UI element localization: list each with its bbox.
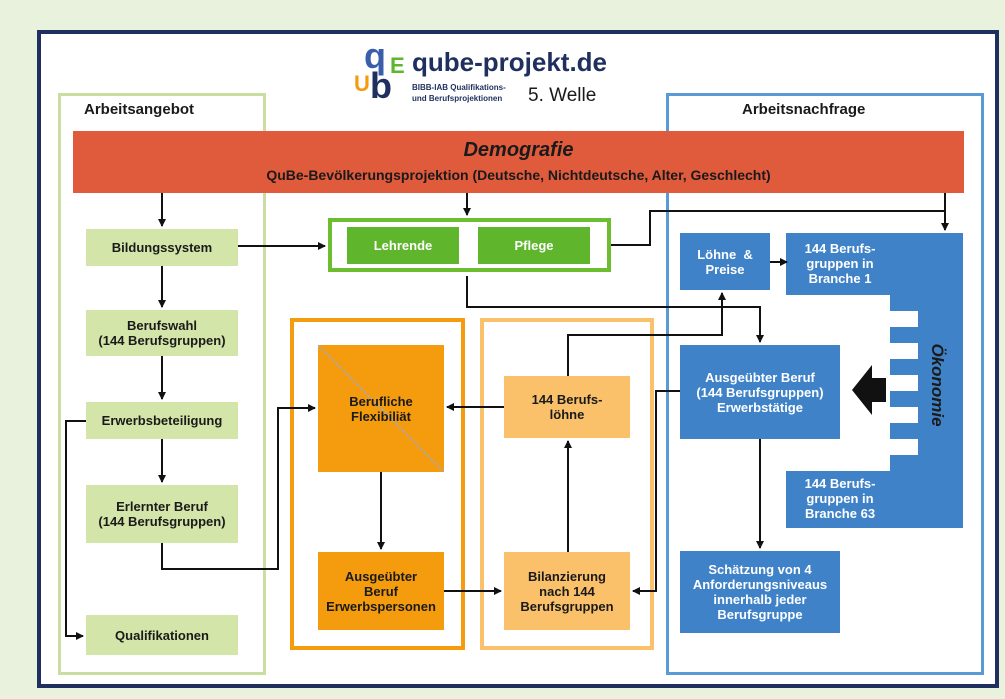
ausg-ep-label-3: Erwerbspersonen <box>326 598 436 614</box>
pflege-box: Pflege <box>478 227 590 264</box>
ausg-et-label-1: Ausgeübter Beruf <box>705 369 815 385</box>
schaetzung-label-3: innerhalb jeder <box>713 592 807 607</box>
oekonomie-shape <box>786 233 963 528</box>
logo-subtitle-1: BIBB-IAB Qualifikations- <box>412 83 506 92</box>
berufliche-flexibilitaet-box: Berufliche Flexibiliät <box>318 345 444 472</box>
erlernter-beruf-label-2: (144 Berufsgruppen) <box>98 514 226 529</box>
supply-section-title: Arbeitsangebot <box>84 101 195 118</box>
berufswahl-label-1: Berufswahl <box>126 318 198 333</box>
logo-site: qube-projekt.de <box>412 47 608 77</box>
berufswahl-box: Berufswahl (144 Berufsgruppen) <box>86 310 238 356</box>
qualifikationen-box: Qualifikationen <box>86 615 238 655</box>
demografie-subtitle: QuBe-Bevölkerungsprojektion (Deutsche, N… <box>266 167 771 183</box>
bilanzierung-box: Bilanzierung nach 144 Berufsgruppen <box>504 552 630 630</box>
schaetzung-label-1: Schätzung von 4 <box>708 562 812 577</box>
branche63-label: 144 Berufs- gruppen in Branche 63 <box>790 470 890 526</box>
bilanzierung-label-1: Bilanzierung <box>527 568 606 584</box>
bildungssystem-label: Bildungssystem <box>111 240 213 255</box>
erwerbsbeteiligung-box: Erwerbsbeteiligung <box>86 402 238 439</box>
ausg-et-label-2: (144 Berufsgruppen) <box>696 384 824 400</box>
schaetzung-label-2: Anforderungsniveaus <box>692 577 828 592</box>
logo-letter-b: b <box>370 65 392 106</box>
bilanzierung-label-2: nach 144 <box>539 583 595 599</box>
loehne-preise-label-1: Löhne & <box>697 246 753 262</box>
branche1-label-2: gruppen in <box>806 255 874 271</box>
branche1-label-3: Branche 1 <box>808 270 872 286</box>
logo-letter-e: E <box>390 53 405 78</box>
ausg-ep-label-1: Ausgeübter <box>344 568 418 584</box>
flexibilitaet-label-1: Berufliche <box>349 393 413 409</box>
branche63-label-1: 144 Berufs- <box>804 475 876 491</box>
bildungssystem-box: Bildungssystem <box>86 229 238 266</box>
erlernter-beruf-label-1: Erlernter Beruf <box>116 499 208 514</box>
erwerbsbeteiligung-label: Erwerbsbeteiligung <box>101 413 223 428</box>
logo-subtitle-2: und Berufsprojektionen <box>412 94 503 103</box>
logo: q U b E qube-projekt.de BIBB-IAB Qualifi… <box>354 35 624 113</box>
branche63-label-3: Branche 63 <box>804 505 876 521</box>
qualifikationen-label: Qualifikationen <box>115 627 209 643</box>
branche63-label-2: gruppen in <box>806 490 874 506</box>
berufswahl-label-2: (144 Berufsgruppen) <box>98 333 226 348</box>
demografie-bar: Demografie QuBe-Bevölkerungsprojektion (… <box>73 131 964 193</box>
bilanzierung-label-3: Berufsgruppen <box>520 598 614 614</box>
schaetzung-label-4: Berufsgruppe <box>717 607 803 622</box>
branche1-label: 144 Berufs- gruppen in Branche 1 <box>790 236 890 290</box>
logo-letter-u: U <box>354 71 370 96</box>
demand-section <box>666 93 984 675</box>
berufsloehne-label-1: 144 Berufs- <box>531 392 603 407</box>
berufsloehne-box: 144 Berufs- löhne <box>504 376 630 438</box>
ausg-et-label-3: Erwerbstätige <box>717 399 803 415</box>
ausg-ep-label-2: Beruf <box>364 583 398 599</box>
branche1-label-1: 144 Berufs- <box>804 240 876 256</box>
lehrende-label: Lehrende <box>373 238 433 253</box>
loehne-preise-box: Löhne & Preise <box>680 233 770 290</box>
loehne-preise-label-2: Preise <box>705 261 745 277</box>
flexibilitaet-label-2: Flexibiliät <box>351 408 411 424</box>
oekonomie-label: Ökonomie <box>928 343 947 427</box>
berufsloehne-label-2: löhne <box>549 407 585 422</box>
pflege-label: Pflege <box>514 238 554 253</box>
ausgeuebter-beruf-erwerbstaetige-box: Ausgeübter Beruf (144 Berufsgruppen) Erw… <box>680 345 840 439</box>
logo-mark: q U b E <box>354 35 406 109</box>
ausgeuebter-beruf-erwerbspersonen-box: Ausgeübter Beruf Erwerbspersonen <box>318 552 444 630</box>
supply-section <box>58 93 266 675</box>
logo-letter-q: q <box>364 35 386 76</box>
lehrende-box: Lehrende <box>347 227 459 264</box>
schaetzung-box: Schätzung von 4 Anforderungsniveaus inne… <box>680 551 840 633</box>
wave-label: 5. Welle <box>528 85 597 106</box>
demografie-title: Demografie <box>463 139 574 161</box>
erlernter-beruf-box: Erlernter Beruf (144 Berufsgruppen) <box>86 485 238 543</box>
demand-section-title: Arbeitsnachfrage <box>742 101 866 118</box>
